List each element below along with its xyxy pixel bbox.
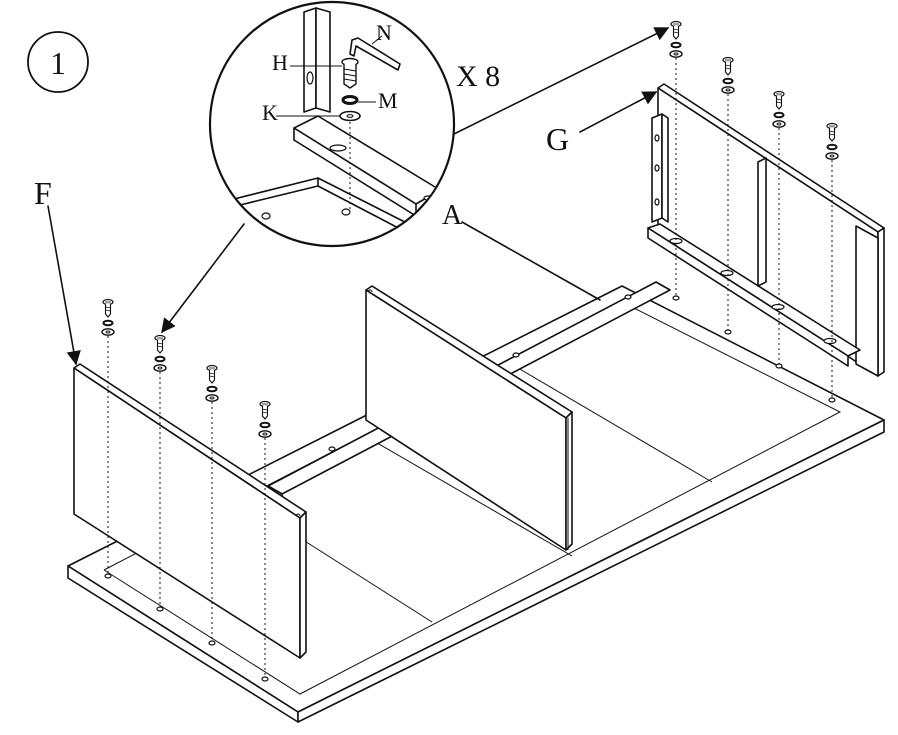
hex-key-icon [349,37,401,71]
screw-sets-panel-f [101,298,272,682]
arrow-to-panel-g [579,91,658,133]
step-badge: 1 [27,31,89,93]
label-a: A [442,200,463,231]
label-n: N [376,20,392,45]
screw-icon [772,90,786,129]
screw-icon [341,57,359,89]
step-number: 1 [50,45,66,81]
leader-panel-a [461,221,601,301]
screw-icon [669,20,683,59]
label-g: G [546,121,569,157]
washer-icon [341,95,359,105]
callout-arrows [47,27,670,366]
screw-icon [721,56,735,95]
screw-icon [258,400,272,439]
label-f: F [34,175,52,211]
quantity-label: X 8 [456,60,500,93]
middle-divider-panel [365,285,573,551]
screw-icon [205,364,219,403]
arrow-to-screw-hole [161,223,245,334]
label-k: K [262,100,278,125]
screw-sets-panel-g [669,20,839,403]
label-h: H [272,50,288,75]
side-panel-g [647,83,885,377]
arrow-to-panel-g-screw [453,27,670,135]
screw-icon [153,334,167,373]
arrow-to-panel-f [47,205,81,366]
detail-magnifier [208,0,456,248]
screw-icon [825,122,839,161]
label-m: M [378,88,398,113]
side-panel-f [73,363,307,659]
screw-icon [101,298,115,337]
